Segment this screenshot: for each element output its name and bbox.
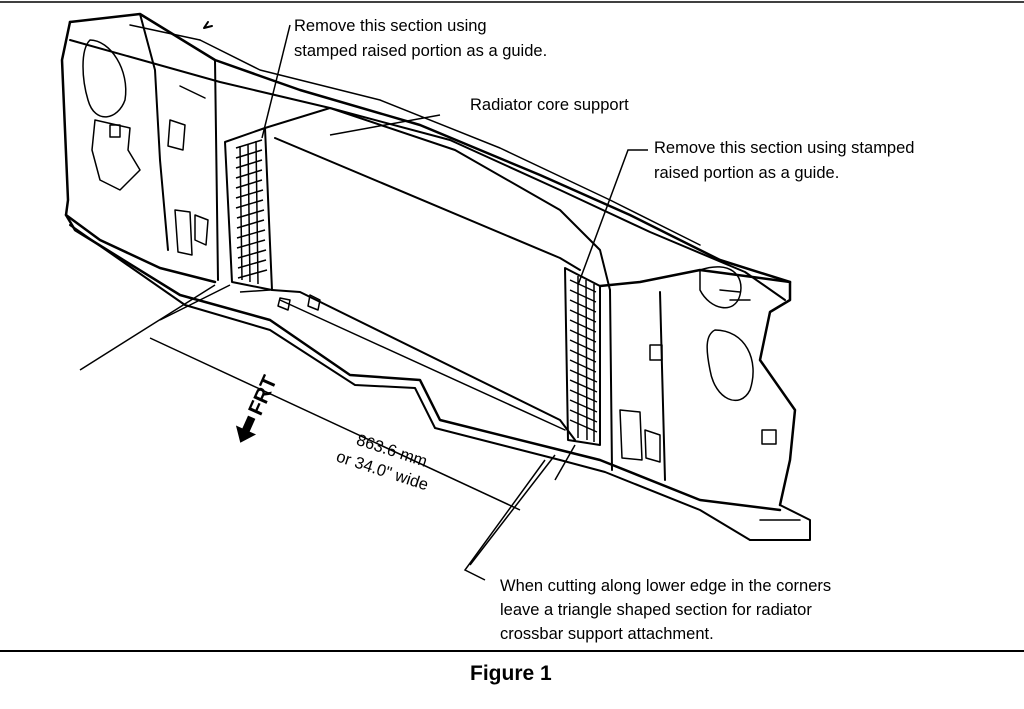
callout-bottom-line-3: crossbar support attachment.	[500, 625, 714, 643]
front-arrow-icon	[235, 415, 257, 443]
dimension-graphics	[79, 284, 576, 566]
callout-leaders	[261, 24, 648, 581]
callout-bottom: When cutting along lower edge in the cor…	[500, 577, 831, 643]
callout-core-support: Radiator core support	[470, 96, 629, 114]
callout-top-left-line-2: stamped raised portion as a guide.	[294, 42, 547, 60]
callout-bottom-line-1: When cutting along lower edge in the cor…	[500, 577, 831, 595]
direction-label: FRT	[244, 372, 282, 419]
callout-right-line-1: Remove this section using stamped	[654, 139, 914, 157]
radiator-core-support-part	[60, 12, 811, 541]
callout-top-left-line-1: Remove this section using	[294, 17, 487, 35]
callout-right-line-2: raised portion as a guide.	[654, 164, 839, 182]
callout-top-left: Remove this section using stamped raised…	[294, 17, 547, 60]
front-direction-indicator: FRT	[235, 372, 282, 443]
figure-caption: Figure 1	[470, 662, 552, 685]
dimension-text: 863.6 mm or 34.0" wide	[334, 431, 431, 494]
callout-right: Remove this section using stamped raised…	[654, 139, 914, 182]
callout-bottom-line-2: leave a triangle shaped section for radi…	[500, 601, 812, 619]
